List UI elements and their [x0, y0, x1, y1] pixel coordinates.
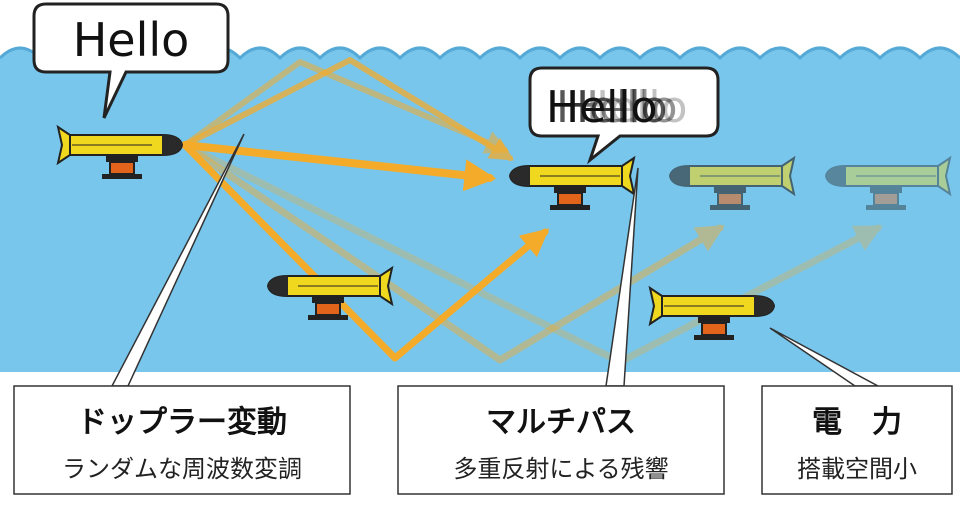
receiver-bubble-text: Hello	[546, 82, 658, 133]
callout-power-title: 電 力	[812, 405, 902, 440]
reflected-path-surface-2	[182, 57, 515, 161]
echo-path-bottom-1	[181, 141, 725, 364]
signal-paths	[181, 57, 883, 366]
callout-multipath-subtitle: 多重反射による残響	[453, 455, 668, 483]
callout-leaders	[110, 133, 879, 387]
callout-multipath-title: マルチパス	[486, 405, 636, 440]
sender-bubble-text: Hello	[73, 13, 190, 67]
speech-bubble-sender: Hello	[32, 2, 230, 119]
callout-doppler: ドップラー変動 ランダムな周波数変調	[13, 385, 351, 495]
echo-text-1: Hello	[556, 82, 668, 133]
callout-doppler-subtitle: ランダムな周波数変調	[62, 455, 302, 483]
reflected-path-surface-1	[182, 59, 510, 154]
echo-text-2: Hello	[566, 82, 678, 133]
callout-power-subtitle: 搭載空間小	[797, 455, 917, 483]
callout-multipath: マルチパス 多重反射による残響	[397, 385, 725, 495]
speech-bubble-receiver: Hello Hello Hello Hello	[528, 66, 720, 165]
echo-text-3: Hello	[576, 82, 688, 133]
callout-power: 電 力 搭載空間小	[761, 385, 953, 495]
reflected-path-bottom	[181, 141, 550, 362]
callout-doppler-title: ドップラー変動	[77, 405, 287, 440]
